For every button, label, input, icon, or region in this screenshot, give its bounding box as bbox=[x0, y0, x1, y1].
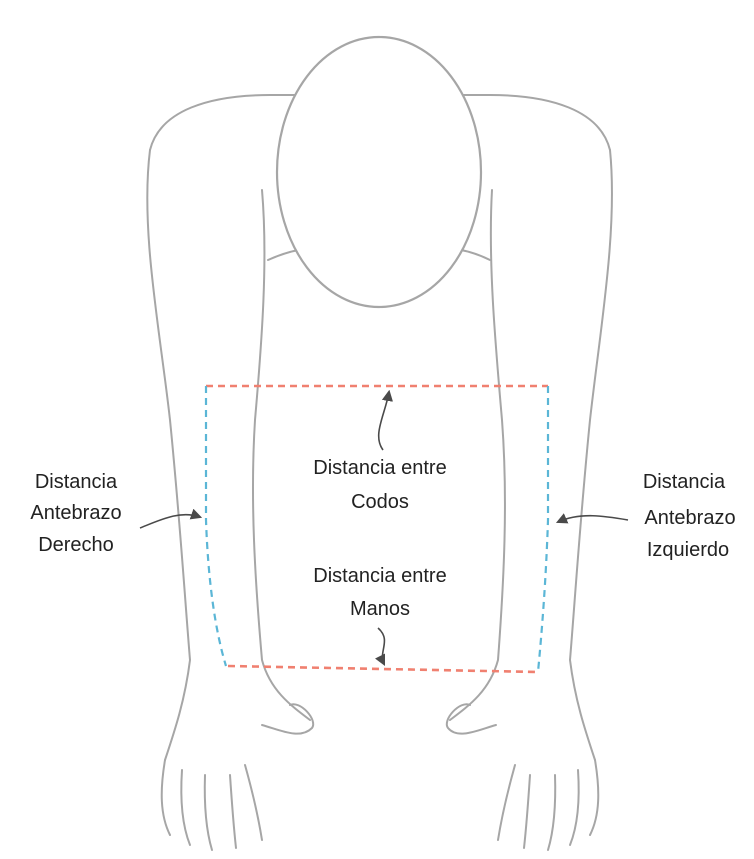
left-forearm-distance-line bbox=[538, 386, 548, 672]
head bbox=[277, 37, 481, 307]
right-arm-outer bbox=[147, 150, 190, 760]
hand-distance-line bbox=[228, 666, 538, 672]
elbow-arrow bbox=[379, 392, 389, 450]
right-forearm-arrow bbox=[140, 515, 200, 528]
left-forearm-label-line-1: Distancia bbox=[643, 471, 726, 493]
left-forearm-arrow bbox=[558, 516, 628, 522]
hand-distance-label-line-1: Distancia entre bbox=[313, 565, 446, 587]
left-forearm-label-line-3: Izquierdo bbox=[647, 539, 729, 561]
right-hand bbox=[162, 704, 313, 850]
right-forearm-label-line-2: Antebrazo bbox=[30, 502, 121, 524]
right-forearm-label-line-3: Derecho bbox=[38, 534, 114, 556]
elbow-distance-label: Distancia entre Codos bbox=[313, 457, 446, 513]
right-forearm-label-line-1: Distancia bbox=[35, 471, 118, 493]
left-arm-outer bbox=[570, 150, 612, 760]
left-forearm-label: Distancia Antebrazo Izquierdo bbox=[643, 471, 736, 561]
left-arm-inner bbox=[450, 190, 505, 720]
left-hand bbox=[447, 704, 598, 850]
elbow-distance-label-line-2: Codos bbox=[351, 491, 409, 513]
hand-distance-label: Distancia entre Manos bbox=[313, 565, 446, 620]
elbow-distance-label-line-1: Distancia entre bbox=[313, 457, 446, 479]
right-forearm-label: Distancia Antebrazo Derecho bbox=[30, 471, 121, 556]
hand-arrow bbox=[378, 628, 384, 664]
left-forearm-label-line-2: Antebrazo bbox=[644, 507, 735, 529]
right-forearm-distance-line bbox=[206, 386, 226, 666]
right-arm-inner bbox=[253, 190, 310, 720]
hand-distance-label-line-2: Manos bbox=[350, 598, 410, 620]
